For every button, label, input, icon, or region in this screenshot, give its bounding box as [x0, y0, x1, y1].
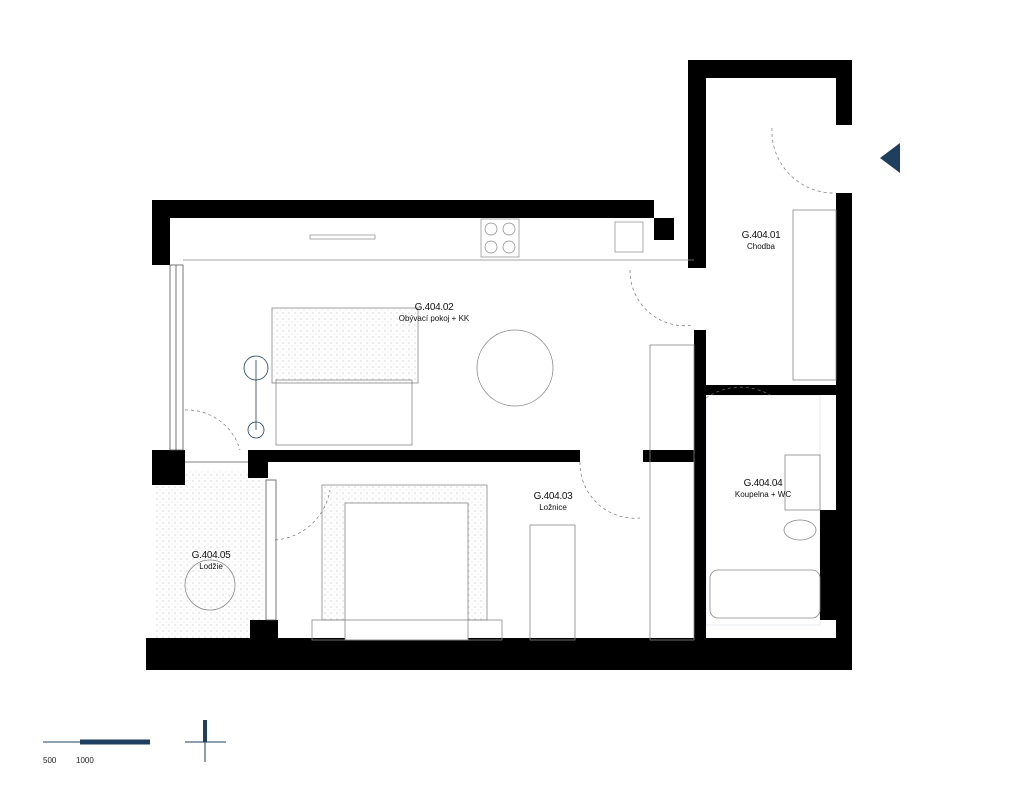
walls — [146, 60, 852, 670]
room-code: G.404.01 — [741, 230, 781, 241]
room-code: G.404.05 — [191, 550, 231, 561]
entrance-arrow-icon — [880, 143, 900, 173]
scale-bar — [43, 739, 150, 745]
room-label-bedroom: G.404.03 Ložnice — [534, 491, 573, 512]
room-name: Obývací pokoj + KK — [398, 313, 470, 323]
scale-label-1000: 1000 — [76, 756, 94, 765]
room-label-chodba: G.404.01 Chodba — [742, 230, 781, 251]
room-name: Koupelna + WC — [734, 489, 792, 499]
windows — [169, 264, 277, 621]
room-name: Lodžie — [199, 561, 223, 571]
scale-label-500: 500 — [43, 756, 57, 765]
room-name: Ložnice — [539, 502, 567, 512]
room-code: G.404.02 — [414, 302, 454, 313]
room-label-loggia: G.404.05 Lodžie — [192, 550, 231, 571]
room-code: G.404.04 — [743, 478, 783, 489]
room-code: G.404.03 — [533, 491, 573, 502]
north-arrow-icon — [185, 720, 226, 762]
room-label-living: G.404.02 Obývací pokoj + KK — [399, 302, 469, 323]
doors — [184, 127, 837, 541]
room-label-bathroom: G.404.04 Koupelna + WC — [735, 478, 791, 499]
furniture — [184, 209, 837, 641]
kitchen-counter — [183, 218, 694, 261]
room-name: Chodba — [746, 241, 776, 251]
